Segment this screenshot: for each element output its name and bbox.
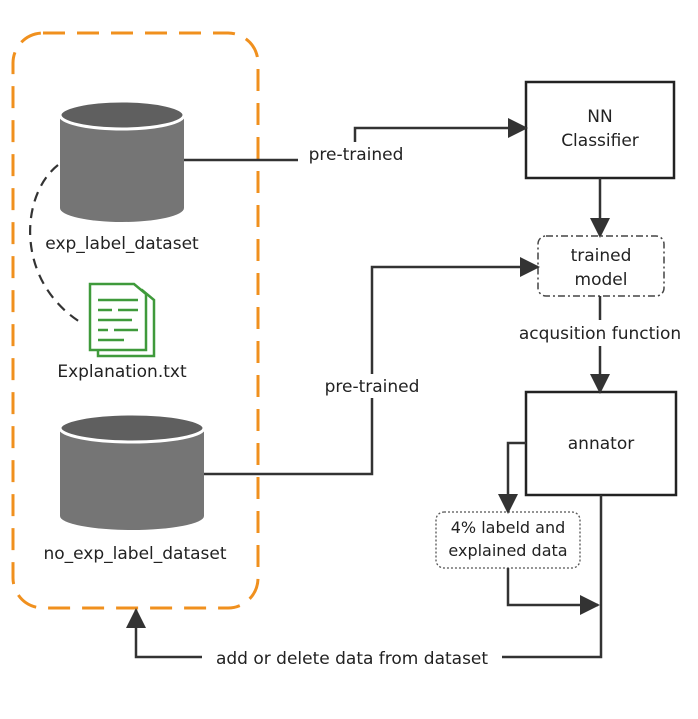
document-icon — [88, 282, 156, 358]
nn-classifier-label-line1: NN — [587, 107, 612, 127]
nn-classifier-box[interactable] — [524, 80, 676, 180]
no-exp-label-dataset-cylinder[interactable] — [58, 412, 206, 530]
acquisition-edge-label: acqusition function — [519, 324, 681, 344]
pretrained-edge-bottom-label: pre-trained — [325, 377, 420, 397]
labeled-explained-data-label-line2: explained data — [448, 541, 567, 560]
annator-label: annator — [568, 434, 634, 454]
explanation-link-curve — [29, 164, 81, 323]
feedback-edge-label: add or delete data from dataset — [216, 649, 488, 669]
trained-model-label-line1: trained — [571, 246, 632, 266]
data-to-merge-edge — [506, 568, 600, 615]
no-exp-label-dataset-label: no_exp_label_dataset — [43, 544, 226, 564]
exp-label-dataset-label: exp_label_dataset — [45, 234, 199, 254]
explanation-file-label: Explanation.txt — [57, 362, 187, 382]
pretrained-edge-bottom — [204, 257, 540, 476]
nn-classifier-label-line2: Classifier — [561, 131, 639, 151]
trained-model-label-line2: model — [575, 270, 628, 290]
labeled-explained-data-label-line1: 4% labeld and — [451, 518, 566, 537]
pretrained-edge-top-label: pre-trained — [309, 145, 404, 165]
exp-label-dataset-cylinder[interactable] — [58, 99, 186, 222]
annator-to-data-edge — [498, 441, 526, 514]
